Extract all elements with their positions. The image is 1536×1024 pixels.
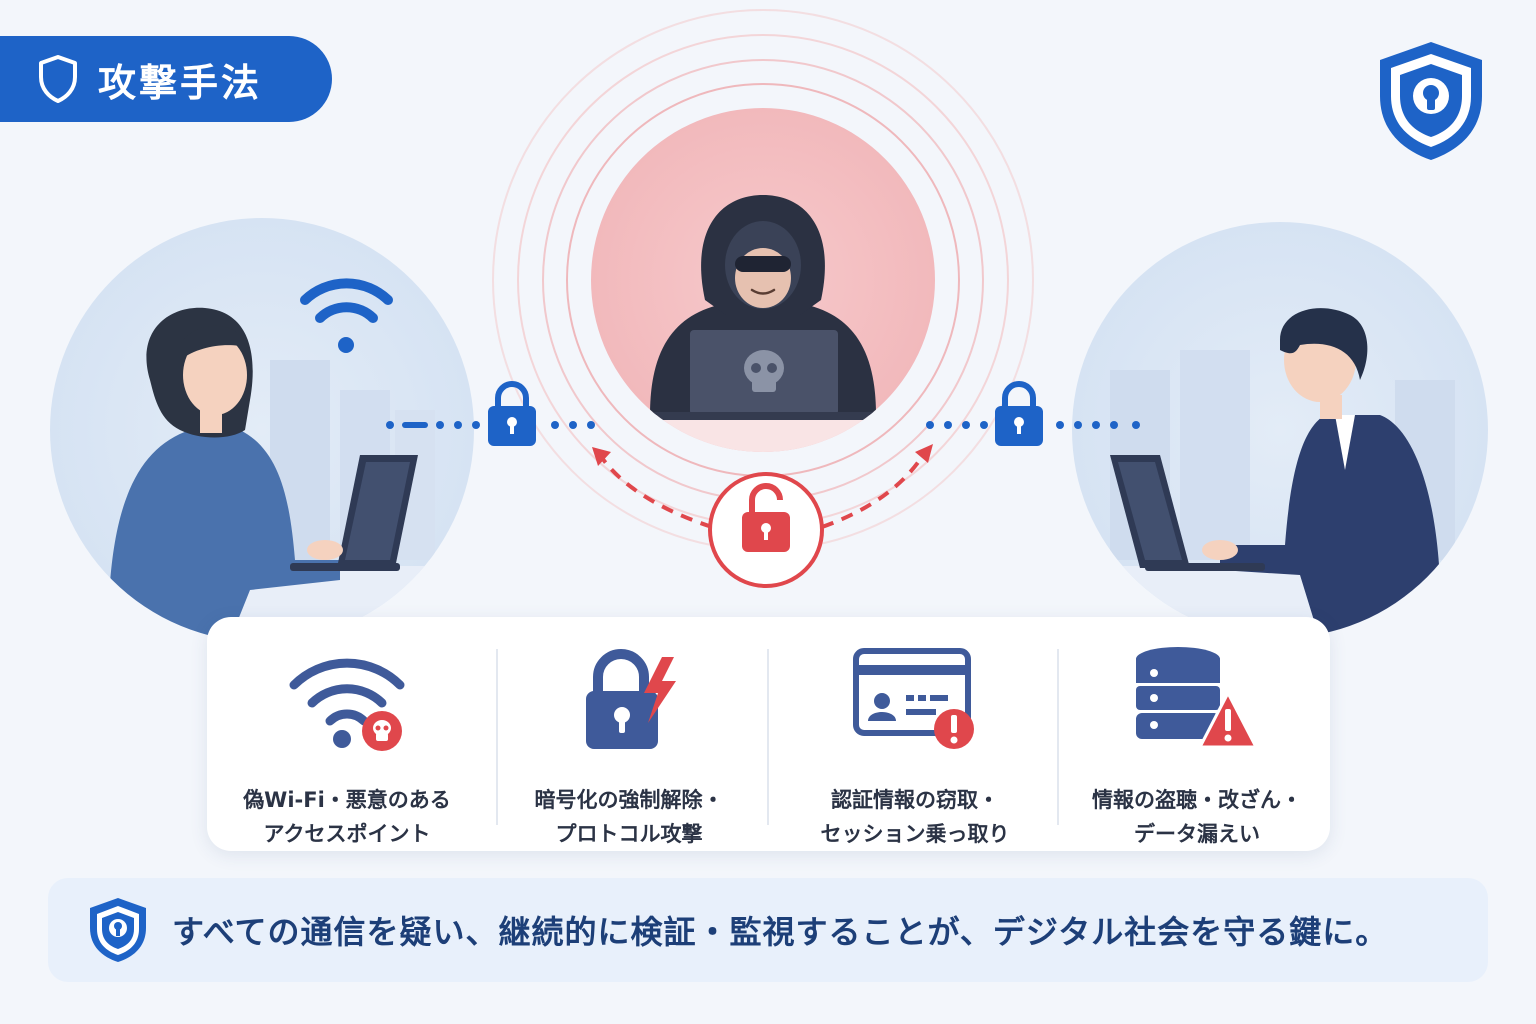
interception-arrows bbox=[598, 450, 927, 529]
right-user-illustration bbox=[1072, 222, 1488, 638]
title-banner: 攻撃手法 bbox=[0, 36, 332, 122]
attack-item-credential-theft: 認証情報の窃取・ セッション乗っ取り bbox=[775, 617, 1055, 851]
database-warning-icon bbox=[1136, 647, 1258, 749]
divider bbox=[767, 649, 769, 825]
page-title: 攻撃手法 bbox=[98, 60, 263, 105]
shield-keyhole-icon bbox=[1380, 42, 1482, 160]
footer-message-bar: すべての通信を疑い、継続的に検証・監視することが、デジタル社会を守る鍵に。 bbox=[48, 878, 1488, 982]
secure-connection-right bbox=[926, 421, 1140, 429]
left-user-illustration bbox=[50, 218, 474, 640]
wifi-skull-icon bbox=[289, 658, 405, 751]
id-card-alert-icon bbox=[853, 648, 974, 749]
attack-label: 情報の盗聴・改ざん・ データ漏えい bbox=[1092, 788, 1302, 846]
attack-methods-panel: 偽Wi-Fi・悪意のある アクセスポイント 暗号化の強制解除・ プロトコル攻撃 bbox=[207, 617, 1330, 851]
attack-label: 暗号化の強制解除・ プロトコル攻撃 bbox=[534, 788, 724, 846]
attack-label: 偽Wi-Fi・悪意のある アクセスポイント bbox=[243, 788, 451, 846]
secure-connection-left bbox=[386, 421, 595, 429]
shield-icon bbox=[39, 55, 77, 103]
divider bbox=[496, 649, 498, 825]
shield-keyhole-icon bbox=[90, 898, 146, 962]
network-scene bbox=[50, 9, 1488, 640]
attacker-illustration bbox=[492, 9, 1034, 551]
unlocked-lock-icon bbox=[708, 472, 824, 588]
divider bbox=[1057, 649, 1059, 825]
attack-item-data-leak: 情報の盗聴・改ざん・ データ漏えい bbox=[1057, 617, 1337, 851]
wifi-icon bbox=[300, 278, 393, 353]
attack-item-encryption-break: 暗号化の強制解除・ プロトコル攻撃 bbox=[489, 617, 769, 851]
skull-icon bbox=[744, 350, 784, 392]
footer-message: すべての通信を疑い、継続的に検証・監視することが、デジタル社会を守る鍵に。 bbox=[172, 913, 1389, 951]
lock-lightning-icon bbox=[586, 649, 676, 749]
attack-label: 認証情報の窃取・ セッション乗っ取り bbox=[820, 788, 1010, 846]
attack-item-fake-wifi: 偽Wi-Fi・悪意のある アクセスポイント bbox=[207, 617, 487, 851]
lock-icon bbox=[488, 381, 536, 446]
lock-icon bbox=[995, 381, 1043, 446]
